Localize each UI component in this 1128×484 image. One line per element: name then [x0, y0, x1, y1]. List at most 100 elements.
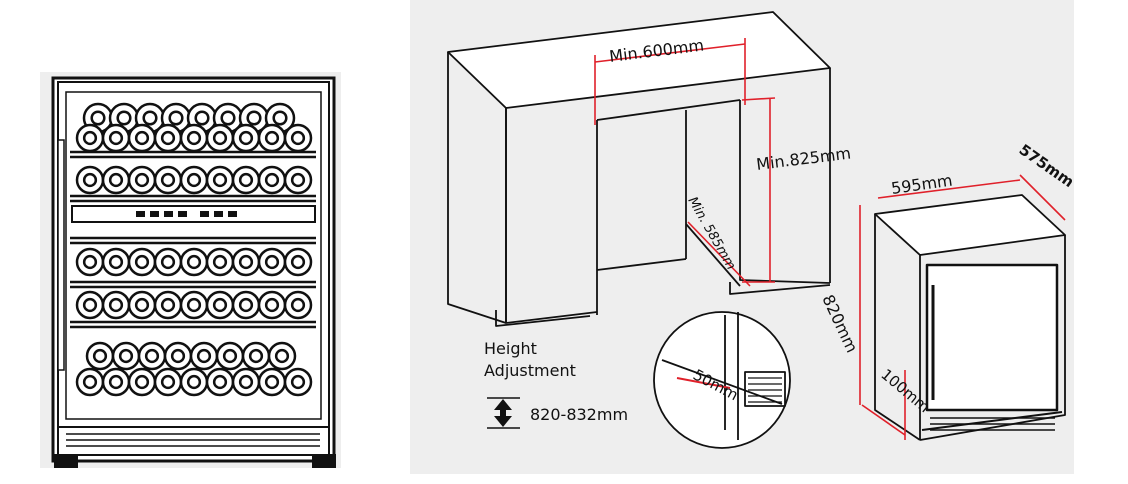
bottle-neck — [186, 254, 202, 270]
bottle-neck — [108, 297, 124, 313]
bottle-neck — [238, 374, 254, 390]
glass-panel — [65, 91, 322, 420]
bottle-neck — [196, 348, 212, 364]
bottle-neck — [186, 297, 202, 313]
bottle-neck — [108, 374, 124, 390]
control-button — [150, 211, 159, 217]
bottle-neck — [108, 172, 124, 188]
control-button — [228, 211, 237, 217]
detail-appliance-corner — [744, 371, 786, 407]
bottle-neck — [264, 297, 280, 313]
bottle-neck — [194, 110, 210, 126]
bottle-neck — [290, 254, 306, 270]
bottle-neck — [238, 130, 254, 146]
right-pillar — [739, 100, 831, 284]
left-foot — [54, 454, 78, 468]
control-button — [200, 211, 209, 217]
bottle-neck — [290, 374, 306, 390]
left-kick — [495, 310, 591, 327]
bottle-neck — [108, 254, 124, 270]
height-adjustment-icon — [487, 397, 520, 429]
bottle-neck — [290, 130, 306, 146]
bottle-neck — [212, 374, 228, 390]
bottle-neck — [134, 172, 150, 188]
bottle-neck — [168, 110, 184, 126]
bottle-neck — [82, 374, 98, 390]
bottle-neck — [272, 110, 288, 126]
appliance-front-right-bottom — [919, 235, 1066, 441]
gap-dim-line — [676, 377, 731, 389]
niche-floor-back — [596, 258, 687, 271]
bottle-neck — [238, 254, 254, 270]
bottle-neck — [274, 348, 290, 364]
bottle-neck — [108, 130, 124, 146]
bottle-neck — [82, 130, 98, 146]
depth-label: 575mm — [1016, 141, 1078, 192]
bottle-neck — [92, 348, 108, 364]
min-height-ext-top — [741, 97, 776, 101]
appliance-vent — [930, 417, 1055, 431]
control-button — [164, 211, 173, 217]
bottle-neck — [160, 172, 176, 188]
niche-floor-side — [685, 223, 741, 287]
bottle-neck — [170, 348, 186, 364]
bottle-neck — [264, 374, 280, 390]
niche-top-edge — [596, 99, 741, 121]
bottle-neck — [222, 348, 238, 364]
bottle-neck — [134, 374, 150, 390]
width-dim-line — [877, 179, 1021, 199]
bottle-neck — [212, 130, 228, 146]
bottle-neck — [238, 172, 254, 188]
bottle-neck — [118, 348, 134, 364]
control-button — [178, 211, 187, 217]
height-adjustment-label-line2: Adjustment — [484, 361, 576, 380]
min-depth-dim-line — [687, 221, 751, 287]
appliance-top — [874, 194, 1066, 256]
bottle-neck — [144, 348, 160, 364]
height-adjustment-label-line1: Height — [484, 339, 537, 358]
min-width-dim-line — [594, 43, 746, 63]
bottle-neck — [212, 254, 228, 270]
control-button — [214, 211, 223, 217]
bottle-neck — [160, 254, 176, 270]
height-ext-bottom — [861, 404, 906, 436]
bottle-neck — [142, 110, 158, 126]
height-adjustment-range: 820-832mm — [530, 405, 628, 424]
left-pillar — [505, 108, 598, 324]
bottle-neck — [160, 374, 176, 390]
bottle-neck — [248, 348, 264, 364]
bottle-neck — [212, 297, 228, 313]
bottle-neck — [186, 130, 202, 146]
bottle-neck — [186, 172, 202, 188]
bottle-neck — [220, 110, 236, 126]
width-label: 595mm — [890, 171, 954, 198]
depth-dim-line — [1019, 174, 1066, 221]
bottle-neck — [290, 297, 306, 313]
bottle-neck — [290, 172, 306, 188]
bottle-neck — [264, 172, 280, 188]
bottle-neck — [186, 374, 202, 390]
control-panel — [71, 205, 316, 223]
bottle-neck — [212, 172, 228, 188]
height-label: 820mm — [818, 292, 861, 356]
bottle-neck — [82, 297, 98, 313]
bottle-neck — [160, 130, 176, 146]
bottle-neck — [264, 254, 280, 270]
control-button — [136, 211, 145, 217]
door-handle — [57, 139, 65, 371]
right-foot — [312, 454, 336, 468]
appliance-kick-line — [921, 411, 1063, 431]
right-kick — [729, 282, 831, 295]
bottle-neck — [160, 297, 176, 313]
detail-floor-line — [661, 359, 783, 405]
bottle-neck — [134, 297, 150, 313]
bottle-neck — [246, 110, 262, 126]
bottle-neck — [134, 254, 150, 270]
detail-hatching — [748, 377, 782, 403]
detail-circle — [653, 311, 791, 449]
bottle-neck — [82, 254, 98, 270]
bottle-neck — [116, 110, 132, 126]
bottle-neck — [238, 297, 254, 313]
bottle-neck — [90, 110, 106, 126]
